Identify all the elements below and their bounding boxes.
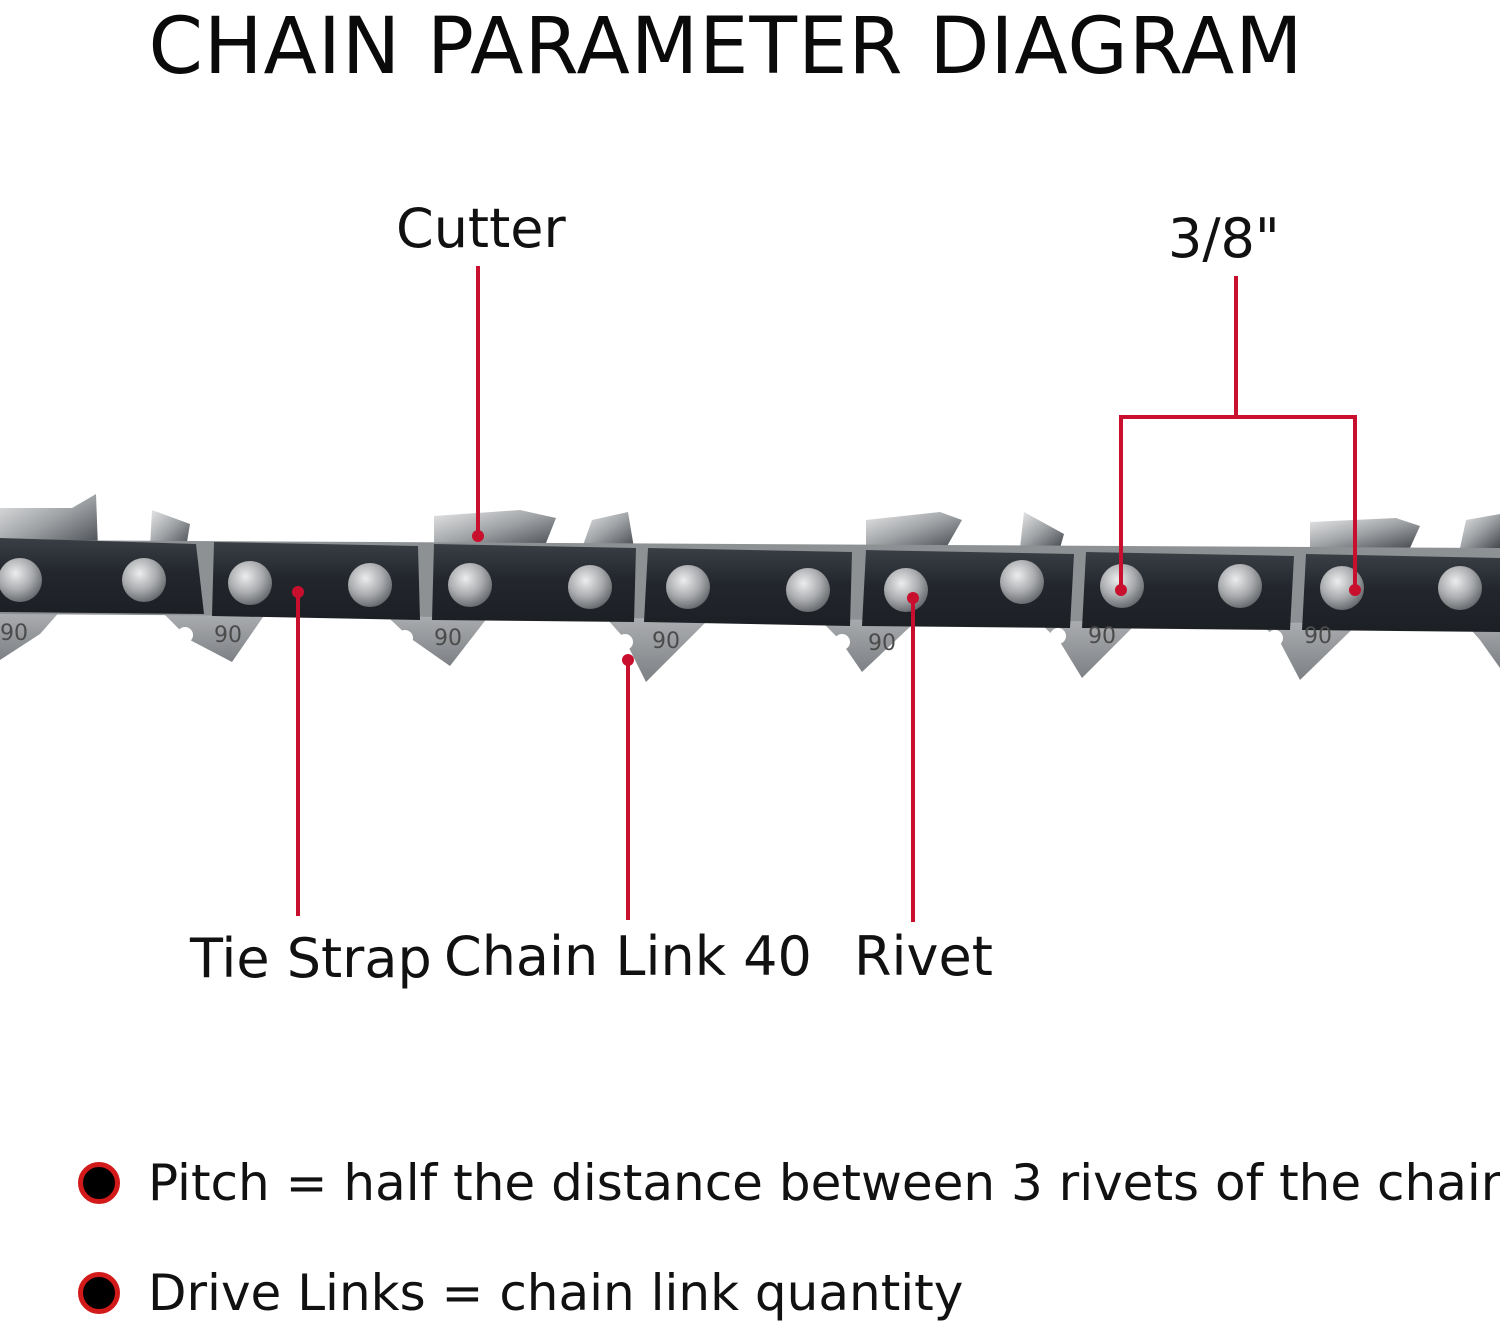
pitch-note-text: Pitch = half the distance between 3 rive… (148, 1152, 1500, 1214)
cutter-label: Cutter (396, 198, 566, 260)
pitch-value-label: 3/8" (1168, 208, 1280, 270)
bullet-icon (78, 1272, 120, 1314)
rivet-label: Rivet (854, 926, 993, 988)
link-stamp: 90 (1304, 624, 1332, 649)
drive-links-note: Drive Links = chain link quantity (78, 1262, 963, 1324)
pitch-note: Pitch = half the distance between 3 rive… (78, 1152, 1500, 1214)
link-stamp: 90 (434, 626, 462, 651)
cutter-teeth (0, 494, 1500, 548)
drive-links-note-text: Drive Links = chain link quantity (148, 1262, 963, 1324)
link-stamp: 90 (214, 623, 242, 648)
link-stamp: 90 (652, 629, 680, 654)
link-stamp: 90 (868, 631, 896, 656)
tie-strap-label: Tie Strap (190, 928, 432, 990)
link-stamp: 90 (1088, 624, 1116, 649)
bullet-icon (78, 1162, 120, 1204)
chain-link-label: Chain Link 40 (444, 926, 812, 988)
link-stamp: 90 (0, 621, 28, 646)
